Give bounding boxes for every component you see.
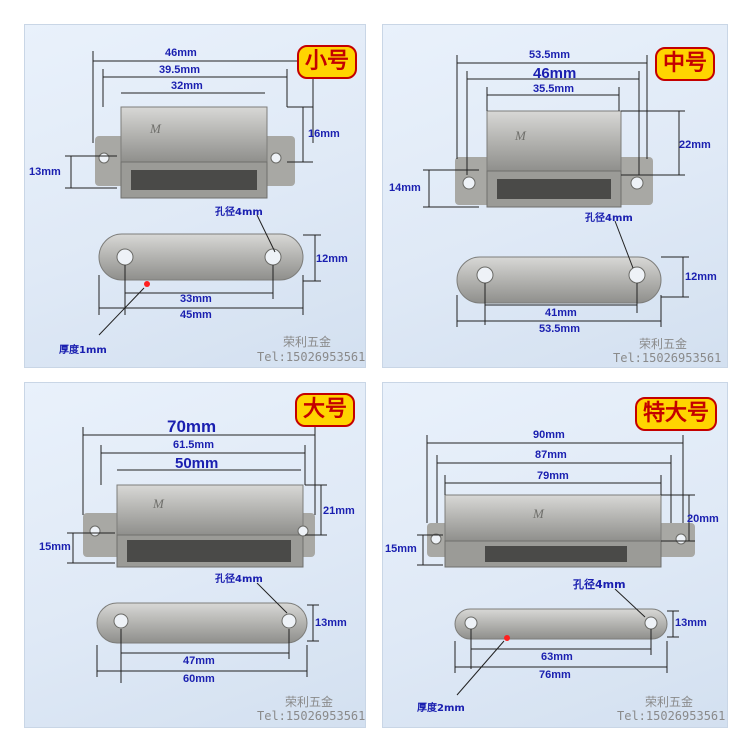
dim-plate-width: 13mm xyxy=(315,617,347,629)
dim-height: 20mm xyxy=(687,513,719,525)
panel-large: M 大号 70mm 61.5mm 50mm 21mm 15mm 孔径4mm 13… xyxy=(24,382,366,728)
shop-phone: Tel:15026953561 xyxy=(613,351,722,365)
dim-mount-height: 13mm xyxy=(29,166,61,178)
shop-phone: Tel:15026953561 xyxy=(617,709,726,723)
dim-overall-width: 46mm xyxy=(165,47,197,59)
panel-small: M 小号 46mm 39.5mm 32mm 16mm 13mm 孔径4mm 12… xyxy=(24,24,366,368)
hole-diameter-note: 孔径4mm xyxy=(215,207,263,218)
dim-mount-height: 14mm xyxy=(389,182,421,194)
thickness-note: 厚度2mm xyxy=(417,703,465,714)
dim-body-width: 87mm xyxy=(535,449,567,461)
dim-plate-hole-spacing: 33mm xyxy=(180,293,212,305)
dim-plate-width: 12mm xyxy=(316,253,348,265)
shop-name: 荣利五金 xyxy=(639,337,688,351)
size-badge: 特大号 xyxy=(635,397,718,431)
dim-inner-width: 79mm xyxy=(537,470,569,482)
shop-name: 荣利五金 xyxy=(283,335,332,349)
dim-overall-width: 70mm xyxy=(167,417,217,436)
dim-inner-width: 50mm xyxy=(175,455,219,472)
dim-plate-length: 76mm xyxy=(539,669,571,681)
dim-body-width: 39.5mm xyxy=(159,64,200,76)
dim-plate-hole-spacing: 63mm xyxy=(541,651,573,663)
panel-medium: M 中号 53.5mm 46mm 35.5mm 22mm 14mm 孔径4mm … xyxy=(382,24,728,368)
dim-height: 22mm xyxy=(679,139,711,151)
hole-diameter-note: 孔径4mm xyxy=(585,213,633,224)
svg-text:M: M xyxy=(149,121,162,136)
dim-mount-height: 15mm xyxy=(385,543,417,555)
svg-text:M: M xyxy=(532,506,545,521)
thickness-note: 厚度1mm xyxy=(59,345,107,356)
dim-body-width: 46mm xyxy=(533,65,577,82)
dim-overall-width: 53.5mm xyxy=(529,49,570,61)
dim-inner-width: 35.5mm xyxy=(533,83,574,95)
size-badge: 中号 xyxy=(655,47,716,81)
dim-plate-hole-spacing: 41mm xyxy=(545,307,577,319)
panel-extra-large: M 特大号 90mm 87mm 79mm 20mm 15mm 孔径4mm 13m… xyxy=(382,382,728,728)
dim-body-width: 61.5mm xyxy=(173,439,214,451)
product-illustration-large: M xyxy=(67,427,327,683)
dim-inner-width: 32mm xyxy=(171,80,203,92)
size-badge: 小号 xyxy=(297,45,358,79)
shop-name: 荣利五金 xyxy=(645,695,694,709)
shop-phone: Tel:15026953561 xyxy=(257,350,366,364)
product-illustration-small: M xyxy=(65,51,321,336)
hole-diameter-note: 孔径4mm xyxy=(573,578,626,591)
dim-height: 21mm xyxy=(323,505,355,517)
dim-overall-width: 90mm xyxy=(533,429,565,441)
shop-name: 荣利五金 xyxy=(285,695,334,709)
dim-plate-length: 60mm xyxy=(183,673,215,685)
svg-text:M: M xyxy=(152,496,165,511)
svg-text:M: M xyxy=(514,128,527,143)
shop-phone: Tel:15026953561 xyxy=(257,709,366,723)
dim-plate-length: 45mm xyxy=(180,309,212,321)
dim-plate-length: 53.5mm xyxy=(539,323,580,335)
dim-plate-hole-spacing: 47mm xyxy=(183,655,215,667)
product-illustration-extra-large: M xyxy=(417,435,695,696)
size-badge: 大号 xyxy=(295,393,356,427)
product-illustration-medium: M xyxy=(423,55,689,327)
dim-plate-width: 12mm xyxy=(685,271,717,283)
dim-plate-width: 13mm xyxy=(675,617,707,629)
hole-diameter-note: 孔径4mm xyxy=(215,574,263,585)
dim-mount-height: 15mm xyxy=(39,541,71,553)
dim-height: 16mm xyxy=(308,128,340,140)
